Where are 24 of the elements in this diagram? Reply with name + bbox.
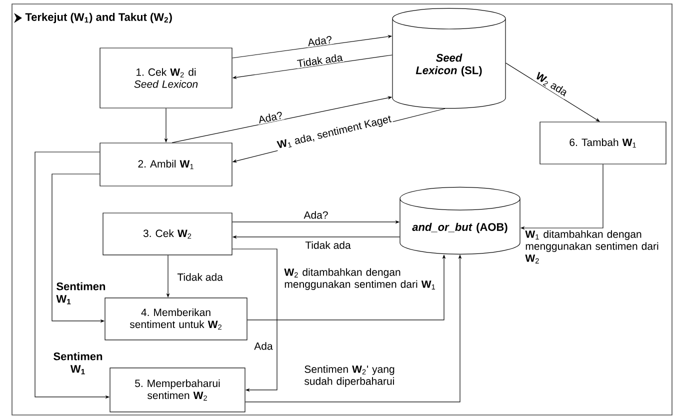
edge-label: Tidak ada bbox=[305, 241, 351, 249]
edge-label: W$_{2}$ ditambahkan dengan menggunakan sentimen dari W$_{1}$ bbox=[284, 268, 435, 290]
process-box: 4. Memberikan sentiment untuk W$_{2}$ bbox=[104, 298, 248, 340]
process-box: 5. Memperbaharui sentimen W$_{2}$ bbox=[110, 368, 246, 412]
process-box: 6. Tambah W$_{1}$ bbox=[540, 122, 666, 164]
edge-label: Sentimen W$_{2}$' yang sudah diperbaharui bbox=[304, 365, 394, 387]
title: Terkejut (W$_{1}$) and Takut (W$_{2}$) bbox=[25, 12, 172, 24]
edge-label: Sentimen W$_{1}$ bbox=[54, 352, 102, 374]
process-box: 3. Cek W$_{2}$ bbox=[102, 212, 232, 256]
arrow bbox=[232, 248, 278, 392]
edge-label: Sentimen W$_{1}$ bbox=[56, 282, 106, 304]
database-cylinder: Seed Lexicon (SL) bbox=[392, 8, 506, 109]
edge-label: W$_{2}$ ada bbox=[532, 70, 570, 100]
process-box: 1. Cek W$_{2}$ di Seed Lexicon bbox=[100, 48, 232, 108]
edge-label: W$_{1}$ ditambahkan dengan menggunakan sentimen dari W$_{2}$ bbox=[525, 230, 658, 264]
edge-label: Ada bbox=[254, 342, 273, 350]
edge-label: Ada? bbox=[306, 34, 334, 48]
edge-label: Tidak ada bbox=[296, 52, 344, 69]
arrow bbox=[506, 62, 600, 122]
edge-label: Ada? bbox=[304, 211, 328, 219]
edge-label: Ada? bbox=[256, 110, 284, 125]
process-box: 2. Ambil W$_{1}$ bbox=[100, 142, 232, 186]
edge-label: Tidak ada bbox=[177, 273, 223, 281]
database-cylinder: and_or_but (AOB) bbox=[400, 186, 520, 254]
